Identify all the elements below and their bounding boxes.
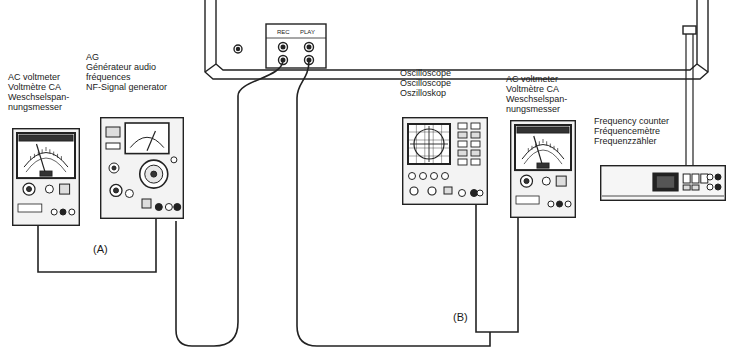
instrument-drawing [600, 165, 726, 201]
instrument-name: Weschselspan- nungsmesser [506, 94, 582, 114]
instrument-label: OscilloscopeOscilloscopeOszilloskop [400, 68, 492, 98]
jack-label: PLAY [299, 29, 316, 35]
instrument-name: Fréquencemètre [594, 126, 726, 136]
instrument-label: AC voltmeterVoltmètre CAWeschselspan- nu… [8, 72, 84, 112]
instrument-label: AGGénérateur audio fréquencesNF-Signal g… [86, 52, 186, 92]
instrument-name: Frequency counter [594, 116, 726, 126]
instrument-name: AC voltmeter [8, 72, 84, 82]
jack-label: REC [276, 29, 291, 35]
test-cable [38, 219, 156, 272]
instrument-label: AC voltmeterVoltmètre CAWeschselspan- nu… [506, 74, 582, 114]
instrument-name: Oscilloscope [400, 68, 492, 78]
test-cable [476, 205, 518, 332]
instrument: OscilloscopeOscilloscopeOszilloskop [400, 68, 492, 205]
instrument: AC voltmeterVoltmètre CAWeschselspan- nu… [8, 72, 84, 226]
instrument-label: Frequency counterFréquencemètreFrequenzz… [594, 116, 726, 146]
instrument-name: Weschselspan- nungsmesser [8, 92, 84, 112]
cable-label: (B) [452, 312, 469, 323]
instrument: Frequency counterFréquencemètreFrequenzz… [594, 116, 726, 201]
instrument: AGGénérateur audio fréquencesNF-Signal g… [86, 52, 186, 219]
instrument: AC voltmeterVoltmètre CAWeschselspan- nu… [506, 74, 582, 218]
cable-label: (A) [92, 244, 109, 255]
instrument-name: Frequenzzähler [594, 136, 726, 146]
instrument-name: Oscilloscope [400, 78, 492, 88]
instrument-name: NF-Signal generator [86, 82, 186, 92]
instrument-name: Générateur audio fréquences [86, 62, 186, 82]
instrument-drawing [12, 128, 80, 226]
instrument-drawing [402, 117, 488, 205]
instrument-name: Voltmètre CA [506, 84, 582, 94]
instrument-name: AC voltmeter [506, 74, 582, 84]
instrument-drawing [100, 117, 184, 219]
instrument-drawing [510, 120, 576, 218]
instrument-name: AG [86, 52, 186, 62]
instrument-name: Oszilloskop [400, 88, 492, 98]
instrument-name: Voltmètre CA [8, 82, 84, 92]
